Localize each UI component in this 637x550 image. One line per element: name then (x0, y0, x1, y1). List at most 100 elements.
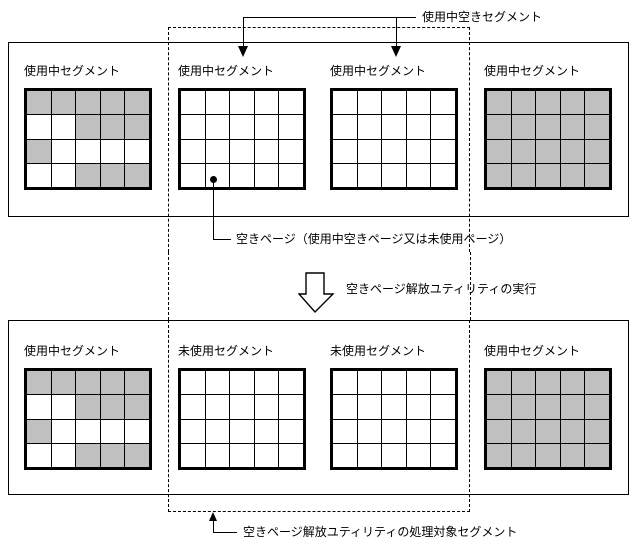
page-cell (205, 91, 230, 115)
page-cell (181, 91, 205, 115)
page-cell (100, 163, 125, 187)
page-cell (511, 139, 536, 163)
process-arrow-icon (298, 272, 335, 314)
page-cell (382, 419, 406, 443)
page-cell (357, 419, 382, 443)
free-page-marker-dot (210, 176, 217, 183)
page-cell (357, 371, 382, 395)
page-cell (27, 115, 51, 139)
page-cell (76, 419, 100, 443)
page-cell (333, 91, 357, 115)
dashed-region-connector-right (470, 252, 471, 320)
page-cell (76, 115, 100, 139)
page-cell (51, 139, 76, 163)
page-cell (406, 139, 431, 163)
dashed-region-top (168, 27, 470, 252)
page-cell (382, 395, 406, 419)
target-segments-leader-horizontal (213, 532, 237, 533)
page-cell (333, 139, 357, 163)
page-cell (181, 419, 205, 443)
page-cell (406, 115, 431, 139)
page-cell (181, 371, 205, 395)
page-cell (487, 91, 511, 115)
page-cell (487, 419, 511, 443)
page-cell (585, 139, 609, 163)
page-cell (560, 163, 585, 187)
page-cell (51, 419, 76, 443)
page-cell (181, 443, 205, 467)
page-cell (230, 115, 254, 139)
page-cell (585, 395, 609, 419)
page-cell (536, 163, 560, 187)
free-page-leader-horizontal (213, 239, 231, 240)
page-cell (51, 371, 76, 395)
page-cell (205, 371, 230, 395)
page-cell (205, 139, 230, 163)
page-cell (431, 91, 455, 115)
target-segments-leader-vertical (213, 521, 214, 533)
arrow-down-icon-right (391, 46, 401, 57)
page-cell (487, 115, 511, 139)
page-cell (181, 395, 205, 419)
segment-label-after-3: 使用中セグメント (484, 344, 581, 358)
page-cell (357, 163, 382, 187)
note-target-segments: 空きページ解放ユティリティの処理対象セグメント (243, 525, 518, 539)
page-cell (27, 139, 51, 163)
page-cell (511, 395, 536, 419)
page-cell (560, 395, 585, 419)
page-cell (76, 139, 100, 163)
page-cell (125, 419, 149, 443)
dashed-region-bottom (168, 320, 470, 512)
page-cell (382, 115, 406, 139)
note-in-use-empty-segment: 使用中空きセグメント (422, 10, 543, 24)
segment-label-before-2: 使用中セグメント (330, 64, 427, 78)
page-cell (27, 163, 51, 187)
page-cell (76, 395, 100, 419)
page-cell (76, 163, 100, 187)
page-cell (100, 443, 125, 467)
segment-grid-before-1 (178, 88, 306, 190)
page-cell (333, 419, 357, 443)
page-cell (125, 443, 149, 467)
page-cell (230, 139, 254, 163)
page-cell (100, 371, 125, 395)
page-cell (536, 419, 560, 443)
page-cell (279, 163, 303, 187)
page-cell (536, 115, 560, 139)
segment-label-after-2: 未使用セグメント (330, 344, 427, 358)
page-cell (279, 419, 303, 443)
page-cell (560, 443, 585, 467)
page-cell (431, 139, 455, 163)
page-cell (51, 443, 76, 467)
page-cell (125, 163, 149, 187)
page-cell (487, 443, 511, 467)
page-cell (431, 443, 455, 467)
page-cell (27, 419, 51, 443)
callout-line-horizontal-top (296, 17, 416, 18)
page-cell (560, 419, 585, 443)
callout-line-horizontal-left (243, 17, 297, 18)
page-cell (125, 115, 149, 139)
page-cell (27, 443, 51, 467)
page-cell (76, 371, 100, 395)
segment-label-before-3: 使用中セグメント (484, 64, 581, 78)
segment-grid-after-2 (330, 368, 458, 470)
page-cell (254, 371, 279, 395)
page-cell (431, 419, 455, 443)
page-cell (333, 443, 357, 467)
page-cell (51, 115, 76, 139)
dashed-region-connector-left (168, 252, 169, 320)
segment-label-before-1: 使用中セグメント (178, 64, 275, 78)
page-cell (536, 371, 560, 395)
page-cell (181, 139, 205, 163)
segment-grid-before-2 (330, 88, 458, 190)
page-cell (100, 115, 125, 139)
page-cell (230, 395, 254, 419)
page-cell (181, 163, 205, 187)
callout-line-vertical-left (243, 17, 244, 48)
page-cell (125, 395, 149, 419)
page-cell (27, 395, 51, 419)
page-cell (406, 163, 431, 187)
page-cell (382, 443, 406, 467)
page-cell (100, 419, 125, 443)
